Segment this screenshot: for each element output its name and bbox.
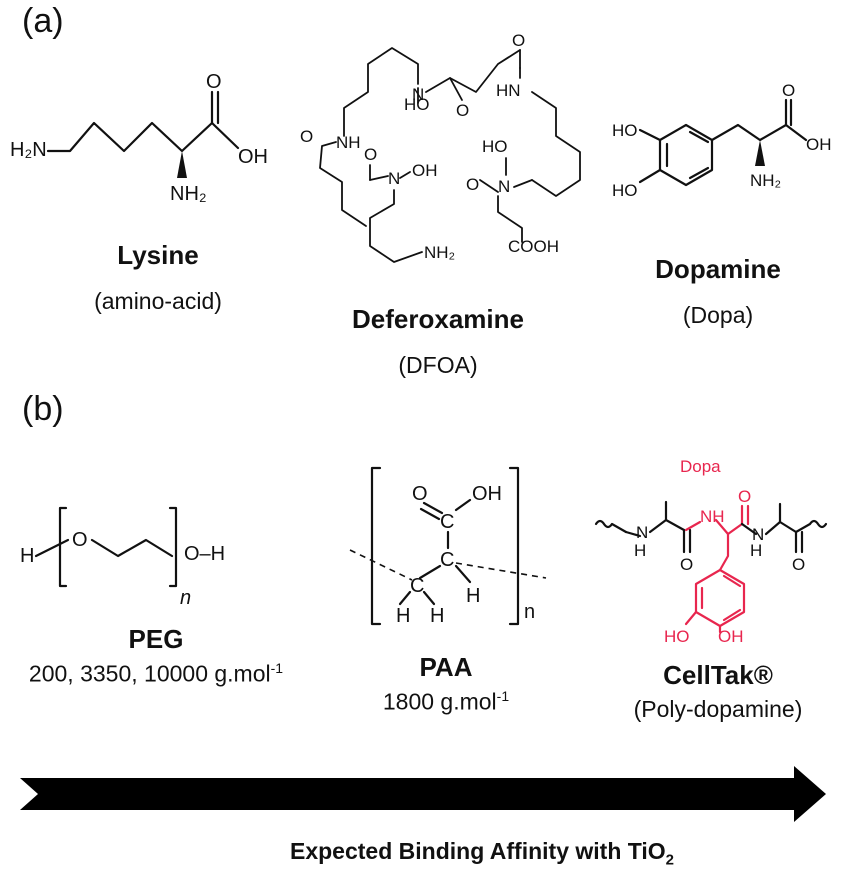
celltak-o-dopa-label: O bbox=[738, 487, 751, 506]
paa-oh-label: OH bbox=[472, 483, 502, 505]
paa-dashed-left bbox=[349, 549, 413, 581]
arrow-caption-sub: 2 bbox=[665, 851, 675, 869]
dopamine-name: Dopamine bbox=[655, 254, 781, 284]
paa-h1-label: H bbox=[396, 605, 410, 627]
dopamine-subtitle: (Dopa) bbox=[682, 302, 754, 328]
dopamine-ho-top-label: HO bbox=[612, 121, 638, 140]
paa-name: PAA bbox=[419, 652, 473, 682]
dfoa-ho-top-label: HO bbox=[404, 95, 430, 114]
arrow-shape bbox=[20, 766, 826, 822]
dfoa-o-mid-label: O bbox=[466, 175, 479, 194]
paa-subtitle-text: 1800 g.mol bbox=[382, 688, 497, 715]
lysine-oh-label: OH bbox=[238, 146, 268, 168]
peg-oh-label: O–H bbox=[184, 543, 225, 565]
lysine-name: Lysine bbox=[117, 240, 199, 270]
celltak-n1-label: N bbox=[636, 523, 648, 542]
dfoa-nh-left-label: NH bbox=[336, 133, 361, 152]
lysine-o-label: O bbox=[206, 71, 222, 93]
paa-subtitle-sup: -1 bbox=[496, 688, 510, 704]
lysine-h2n-label: H₂N bbox=[10, 139, 47, 161]
panel-a-label: (a) bbox=[22, 2, 64, 40]
dfoa-o-left2-label: O bbox=[364, 145, 377, 164]
peg-subtitle-sup: -1 bbox=[270, 660, 284, 676]
dfoa-hn-right-label: HN bbox=[496, 81, 521, 100]
deferoxamine-subtitle: (DFOA) bbox=[398, 352, 478, 378]
dopamine-oh-label: OH bbox=[806, 135, 832, 154]
celltak-n2-label: N bbox=[752, 525, 764, 544]
dfoa-o-top-label: O bbox=[456, 101, 469, 120]
dfoa-cooh-label: COOH bbox=[508, 237, 559, 256]
lysine-nh2-label: NH₂ bbox=[170, 183, 207, 205]
celltak-subtitle: (Poly-dopamine) bbox=[633, 696, 803, 722]
paa-bracket-right bbox=[508, 466, 520, 626]
dfoa-n-left-label: N bbox=[388, 169, 400, 188]
paa-c-top-label: C bbox=[440, 511, 454, 533]
celltak-o1-label: O bbox=[680, 555, 693, 574]
dopamine-ho-bottom-label: HO bbox=[612, 181, 638, 200]
dfoa-ho-mid-label: HO bbox=[482, 137, 508, 156]
paa-dashed-right bbox=[455, 562, 547, 579]
paa-h2-label: H bbox=[430, 605, 444, 627]
dopamine-o-label: O bbox=[782, 81, 795, 100]
paa-c-bottom-label: C bbox=[410, 575, 424, 597]
peg-bracket-left bbox=[58, 506, 68, 588]
celltak-dopa-label: Dopa bbox=[680, 457, 721, 476]
paa-o-label: O bbox=[412, 483, 428, 505]
lysine-subtitle: (amino-acid) bbox=[94, 288, 222, 314]
celltak-oh-label: OH bbox=[718, 627, 744, 646]
lysine-wedge bbox=[177, 151, 187, 178]
dfoa-oh-left-label: OH bbox=[412, 161, 438, 180]
celltak-o2-label: O bbox=[792, 555, 805, 574]
paa-c-mid-label: C bbox=[440, 549, 454, 571]
paa-h3-label: H bbox=[466, 585, 480, 607]
dopamine-nh2-label: NH₂ bbox=[750, 171, 781, 190]
dfoa-o-left-label: O bbox=[300, 127, 313, 146]
peg-bracket-right bbox=[168, 506, 178, 588]
celltak-name: CellTak® bbox=[663, 660, 773, 690]
celltak-h2-label: H bbox=[750, 541, 762, 560]
dfoa-n-mid-label: N bbox=[498, 177, 510, 196]
dfoa-o-topright-label: O bbox=[512, 31, 525, 50]
deferoxamine-name: Deferoxamine bbox=[352, 304, 524, 334]
arrow-caption-text: Expected Binding Affinity with TiO bbox=[290, 838, 666, 864]
peg-subtitle: 200, 3350, 10000 g.mol-1 bbox=[29, 660, 283, 688]
peg-n-label: n bbox=[180, 587, 191, 609]
peg-o-label: O bbox=[72, 529, 88, 551]
paa-subtitle: 1800 g.mol-1 bbox=[383, 688, 509, 716]
celltak-ho-label: HO bbox=[664, 627, 690, 646]
dfoa-nh2-label: NH₂ bbox=[424, 243, 455, 262]
panel-b-label: (b) bbox=[22, 390, 64, 428]
peg-h-left-label: H bbox=[20, 545, 34, 567]
peg-name: PEG bbox=[128, 624, 184, 654]
celltak-h1-label: H bbox=[634, 541, 646, 560]
peg-subtitle-text: 200, 3350, 10000 g.mol bbox=[28, 660, 271, 687]
arrow-caption: Expected Binding Affinity with TiO2 bbox=[290, 838, 674, 869]
paa-bracket-left bbox=[370, 466, 382, 626]
paa-n-label: n bbox=[524, 601, 535, 623]
